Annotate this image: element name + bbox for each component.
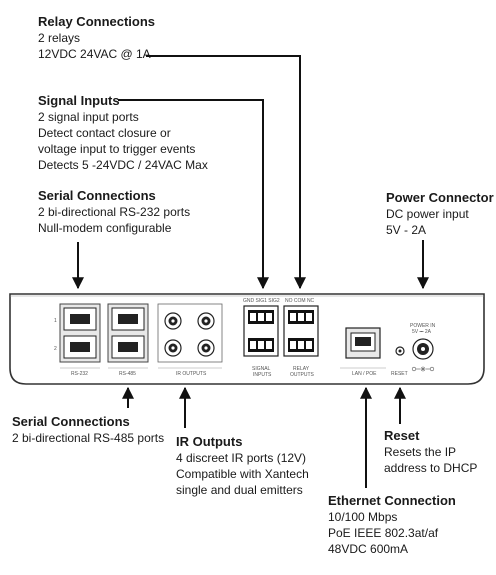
reset-line-1: Resets the IP [384,445,457,459]
power-connector-callout: Power Connector DC power input 5V - 2A [386,189,494,238]
reset-button[interactable] [395,346,405,356]
signal-inputs-title: Signal Inputs [38,93,120,108]
serial-232-line-1: 2 bi-directional RS-232 ports [38,205,191,219]
signal-inputs-terminal[interactable] [243,305,279,357]
relay-line-2: 12VDC 24VAC @ 1A [38,47,151,61]
lan-poe-port[interactable] [345,327,381,359]
power-rating-label: 5V ⎓ 2A [412,329,432,335]
rs485-label: RS-485 [119,371,136,377]
ir-outputs-title: IR Outputs [176,434,243,449]
relay-outputs-label-2: OUTPUTS [290,372,315,378]
relay-outputs-label-1: RELAY [293,366,310,372]
ethernet-line-3: 48VDC 600mA [328,542,409,556]
lan-poe-label: LAN / POE [352,371,377,377]
signal-line-1: 2 signal input ports [38,110,139,124]
signal-leader-line [118,99,269,290]
serial-232-title: Serial Connections [38,188,156,203]
rs232-label: RS-232 [71,371,88,377]
ethernet-connection-title: Ethernet Connection [328,493,456,508]
reset-title: Reset [384,428,420,443]
serial-232-callout: Serial Connections 2 bi-directional RS-2… [38,187,190,236]
relay-leader-line [146,55,306,290]
power-connector-title: Power Connector [386,190,494,205]
relay-connections-title: Relay Connections [38,14,156,29]
ir-outputs-label: IR OUTPUTS [176,371,207,377]
ir-outputs-frame [157,303,223,363]
relay-pin-labels: NO COM NC [285,298,315,304]
serial-485-title: Serial Connections [12,414,130,429]
relay-line-1: 2 relays [38,31,81,45]
power-connector[interactable] [412,338,434,360]
signal-pin-labels: GND SIG1 SIG2 [243,298,280,304]
power-line-1: DC power input [386,207,469,221]
ir-port-3[interactable] [164,339,182,357]
ir-outputs-callout: IR Outputs 4 discreet IR ports (12V) Com… [176,433,309,498]
signal-line-2: Detect contact closure or [38,126,171,140]
relay-connections-callout: Relay Connections 2 relays 12VDC 24VAC @… [38,13,155,62]
signal-inputs-label-1: SIGNAL [252,366,271,372]
ir-line-3: single and dual emitters [176,483,303,497]
signal-inputs-label-2: INPUTS [253,372,272,378]
ir-line-2: Compatible with Xantech [176,467,309,481]
signal-line-3: voltage input to trigger events [38,142,196,156]
ethernet-connection-callout: Ethernet Connection 10/100 Mbps PoE IEEE… [328,492,456,557]
power-line-2: 5V - 2A [386,223,427,237]
power-in-label: POWER IN [410,323,436,329]
signal-line-4: Detects 5 -24VDC / 24VAC Max [38,158,208,172]
reset-callout: Reset Resets the IP address to DHCP [384,427,477,476]
serial-485-line-1: 2 bi-directional RS-485 ports [12,431,165,445]
signal-inputs-callout: Signal Inputs 2 signal input ports Detec… [38,92,208,173]
rs232-port-1-number: 1 [54,318,57,324]
ir-port-2[interactable] [197,312,215,330]
ethernet-line-2: PoE IEEE 802.3at/af [328,526,439,540]
ir-line-1: 4 discreet IR ports (12V) [176,451,307,465]
ethernet-line-1: 10/100 Mbps [328,510,398,524]
ir-port-4[interactable] [197,339,215,357]
rs485-ports[interactable] [107,303,149,363]
reset-label: RESET [391,371,408,377]
rs232-ports[interactable] [59,303,101,363]
polarity-icon [411,366,435,372]
serial-232-line-2: Null-modem configurable [38,221,172,235]
serial-485-callout: Serial Connections 2 bi-directional RS-4… [12,413,164,446]
rs232-port-2-number: 2 [54,346,57,352]
relay-outputs-terminal[interactable] [283,305,319,357]
ir-port-1[interactable] [164,312,182,330]
reset-line-2: address to DHCP [384,461,478,475]
